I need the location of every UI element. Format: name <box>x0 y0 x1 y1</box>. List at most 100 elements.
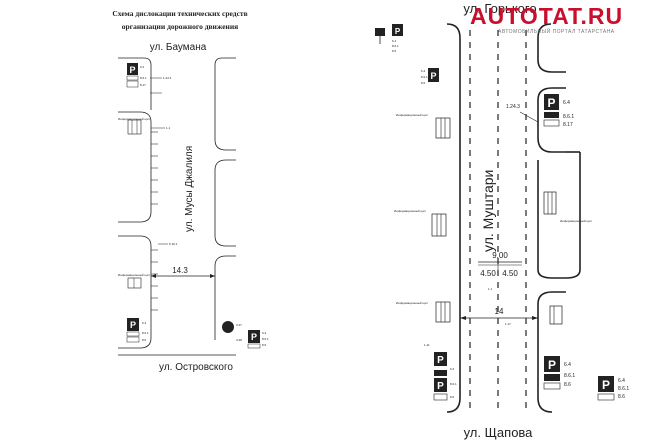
left-curb-2 <box>118 111 152 123</box>
right-dimension-14-arrow-left <box>460 316 466 320</box>
left-parking-symbol-bottom-left: P <box>130 320 136 330</box>
right-sign-code-tl-3: 8.6 <box>392 49 397 53</box>
left-sign-label-5: 3.27 <box>236 323 242 327</box>
left-street-bottom-label: ул. Островского <box>159 362 233 373</box>
left-sign-code-bl-1: 6.4 <box>142 321 147 325</box>
right-street-top-label: ул. Горького <box>463 1 536 16</box>
right-parking-symbol-fr: P <box>602 378 610 392</box>
right-info-board-middle-right <box>543 191 557 215</box>
left-curb-east-1 <box>214 72 236 151</box>
right-sign-code-fr-1: 6.4 <box>618 378 625 384</box>
left-sign-code-top-1: 6.4 <box>140 65 145 69</box>
autotat-watermark: AUTOTAT.RU АВТОМОБИЛЬНЫЙ ПОРТАЛ ТАТАРСТА… <box>470 4 640 38</box>
right-dimension-half-right: 4.50 <box>502 269 518 278</box>
right-leader-1 <box>519 111 539 123</box>
left-sign-code-br-3: 8.6 <box>262 343 267 347</box>
right-dimension-cross-label: 14 <box>495 307 504 316</box>
right-info-board-middle-left <box>431 213 447 237</box>
right-parking-sign-left-upper: P 6.4 8.6.1 8.6 <box>421 68 439 85</box>
right-parking-sign-far-right: P 6.4 8.6.1 8.6 <box>597 376 629 401</box>
right-curb-east-3 <box>537 152 581 279</box>
left-parking-symbol-bottom-right: P <box>251 332 257 342</box>
left-dimension-arrow-right <box>210 274 215 278</box>
left-parking-sign-bottom-right: P 6.4 8.6.1 8.6 <box>247 330 269 349</box>
right-info-board-label-1: Информационный щит <box>396 113 429 117</box>
left-info-board-label-2: Информационный щит <box>118 273 151 277</box>
scheme-title-line1: Схема дислокации технических средств <box>112 9 247 18</box>
scheme-title-line2: организации дорожного движения <box>122 22 239 31</box>
left-info-board-2 <box>127 277 142 289</box>
right-sign-top-left: P 6.4 8.6.1 8.6 <box>375 24 403 53</box>
left-sign-code-br-1: 6.4 <box>262 331 267 335</box>
left-parking-sign-top: P 6.4 8.6.1 8.17 <box>126 63 147 88</box>
right-sign-label-3: 1.17 <box>505 322 511 326</box>
right-street-main-label: ул. Муштари <box>480 170 496 252</box>
right-sign-code-ur-1: 6.4 <box>563 100 570 106</box>
right-sign-code-lu-3: 8.6 <box>421 81 426 85</box>
right-curb-east-4 <box>537 291 566 413</box>
left-parking-sign-bottom-left: P 6.4 8.6.1 8.6 <box>126 318 149 343</box>
right-dimension-half-left: 4.50 <box>480 269 496 278</box>
left-sign-label-3: 5.19.1 <box>169 242 178 246</box>
right-scheme: ул. Горького ул. Щапова ул. Муштари 9.00… <box>375 1 629 440</box>
right-sign-code-br-2: 8.6.1 <box>564 373 575 379</box>
right-dimension-total-label: 9.00 <box>492 251 508 260</box>
right-info-board-label-3: Информационный щит <box>560 219 593 223</box>
left-sign-code-top-3: 8.17 <box>140 83 146 87</box>
left-sign-code-bl-3: 8.6 <box>142 338 147 342</box>
right-sign-label-1: 1.24.3 <box>506 104 520 110</box>
right-sign-code-bl-1: 6.4 <box>450 367 455 371</box>
right-sign-code-bl-3: 8.6 <box>450 395 455 399</box>
right-curb-east-1 <box>537 23 566 73</box>
left-curb-east-2 <box>214 159 236 247</box>
right-info-board-label-4: Информационный щит <box>396 301 429 305</box>
right-parking-symbol-ur: P <box>547 96 555 110</box>
right-parking-sign-bottom-left: P P 1.11 6.4 8.6.1 8.6 <box>424 343 457 401</box>
right-parking-symbol-tl: P <box>395 27 401 36</box>
right-sign-code-ur-2: 8.6.1 <box>563 114 574 120</box>
left-info-board-label-1: Информационный щит <box>118 117 151 121</box>
right-dimension-14-arrow-right <box>532 316 538 320</box>
left-curb-west-lower <box>118 235 152 349</box>
right-info-board-lower-right <box>549 305 563 325</box>
right-parking-symbol-bl-2: P <box>437 381 444 392</box>
right-sign-code-lu-2: 8.6.1 <box>421 75 428 79</box>
right-sign-code-br-1: 6.4 <box>564 362 571 368</box>
left-dimension-arrow-left <box>151 274 156 278</box>
autotat-brand-text: AUTOTAT.RU <box>470 3 624 29</box>
left-sign-code-bl-2: 8.6.1 <box>142 331 149 335</box>
left-curb-east-3 <box>214 255 236 340</box>
right-parking-symbol-br: P <box>548 358 556 372</box>
right-parking-sign-bottom-right: P 6.4 8.6.1 8.6 <box>543 356 575 390</box>
right-sign-code-bl-2: 8.6.1 <box>450 382 457 386</box>
left-sign-code-br-2: 8.6.1 <box>262 337 269 341</box>
left-sign-label-6: 3.28 <box>236 338 242 342</box>
right-sign-label-2: 1.1 <box>488 287 493 291</box>
right-info-board-upper <box>435 117 451 139</box>
right-parking-symbol-bl-1: P <box>437 355 444 366</box>
left-info-board-1 <box>127 119 142 135</box>
right-parking-symbol-lu: P <box>430 71 436 81</box>
left-sign-label-1: 1.24.3 <box>163 76 172 80</box>
right-info-board-lower-left <box>435 301 451 323</box>
left-curb-top-right <box>214 57 236 72</box>
right-sign-code-fr-2: 8.6.1 <box>618 386 629 392</box>
right-sign-code-tl-2: 8.6.1 <box>392 44 399 48</box>
right-info-board-label-2: Информационный щит <box>394 209 427 213</box>
left-curb-top-left <box>118 57 152 72</box>
left-street-main-label: ул. Мусы Джалиля <box>184 146 195 232</box>
right-sign-label-4: 1.11 <box>424 343 430 347</box>
right-sign-code-br-3: 8.6 <box>564 382 571 388</box>
left-round-sign <box>222 321 234 333</box>
left-sign-label-2: 1.1 <box>166 126 171 130</box>
left-street-top-label: ул. Баумана <box>150 42 207 53</box>
right-street-bottom-label: ул. Щапова <box>464 425 534 440</box>
right-sign-code-fr-3: 8.6 <box>618 394 625 400</box>
left-curb-west-upper <box>118 122 152 223</box>
right-curb-east-2 <box>537 87 566 153</box>
right-sign-code-ur-3: 8.17 <box>563 122 573 128</box>
left-scheme: Схема дислокации технических средств орг… <box>112 9 269 373</box>
right-sign-code-lu-1: 6.4 <box>421 69 426 73</box>
autotat-tagline: АВТОМОБИЛЬНЫЙ ПОРТАЛ ТАТАРСТАНА <box>498 29 615 35</box>
